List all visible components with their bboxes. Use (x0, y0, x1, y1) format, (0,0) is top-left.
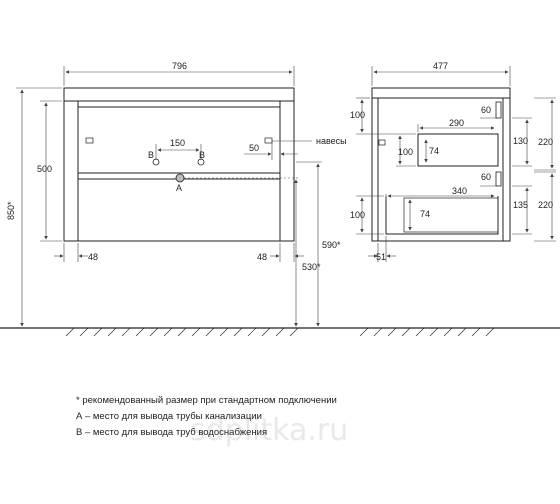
side-hinge (378, 139, 386, 146)
pipe-b-left-label: B (148, 150, 154, 160)
upper-drawer-inner-label: 74 (429, 146, 439, 156)
side-front-panel (502, 97, 511, 242)
upper-drawer-top-label: 60 (481, 105, 491, 115)
front-right-leg (279, 100, 295, 242)
upper-drawer-outer-label: 220 (538, 137, 553, 147)
note-recommended: * рекомендованный размер при стандартном… (76, 395, 337, 406)
hinges-label: навесы (316, 136, 347, 146)
upper-drawer-height-label: 100 (398, 147, 413, 157)
floor-line (0, 327, 560, 337)
note-water: В – место для вывода труб водоснабжения (76, 427, 267, 438)
lower-drawer-outer-label: 220 (538, 200, 553, 210)
upper-drawer-depth-label: 290 (449, 118, 464, 128)
front-view (63, 87, 295, 242)
front-dimensions (16, 66, 322, 327)
hang-height-label: 590* (322, 240, 341, 250)
right-leg-label: 48 (257, 252, 267, 262)
lower-drawer-depth-label: 340 (452, 186, 467, 196)
side-back-panel (371, 97, 379, 242)
pipe-offset-label: 50 (249, 143, 259, 153)
side-view (371, 87, 511, 242)
left-leg-label: 48 (88, 252, 98, 262)
side-lower-drawer (385, 196, 499, 235)
pipe-a-label: A (176, 183, 182, 193)
right-hinge (264, 137, 273, 144)
pipe-spacing-label: 150 (170, 138, 185, 148)
drain-height-label: 530* (302, 262, 321, 272)
pipe-a-point (175, 173, 185, 183)
side-top-gap-label: 100 (350, 110, 365, 120)
lower-drawer-inner-label: 74 (420, 209, 430, 219)
lower-drawer-height-label: 100 (350, 210, 365, 220)
watermark: sdplitka.ru (190, 413, 348, 448)
front-width-label: 796 (172, 61, 187, 71)
note-drain: А – место для вывода трубы канализации (76, 411, 262, 422)
side-upper-drawer (417, 133, 499, 167)
front-height-label: 850* (6, 201, 16, 220)
upper-drawer-right-label: 130 (513, 136, 528, 146)
front-countertop (63, 87, 295, 102)
lower-drawer-right-label: 135 (513, 200, 528, 210)
bottom-offset-label: 51 (376, 252, 386, 262)
front-left-leg (63, 100, 79, 242)
pipe-b-right-label: B (199, 150, 205, 160)
side-depth-label: 477 (433, 61, 448, 71)
left-hinge (85, 137, 94, 144)
side-countertop (371, 87, 511, 99)
lower-drawer-top-label: 60 (481, 172, 491, 182)
front-top-rail (77, 100, 281, 108)
side-dimensions (356, 66, 556, 262)
front-body-height-label: 500 (37, 164, 52, 174)
